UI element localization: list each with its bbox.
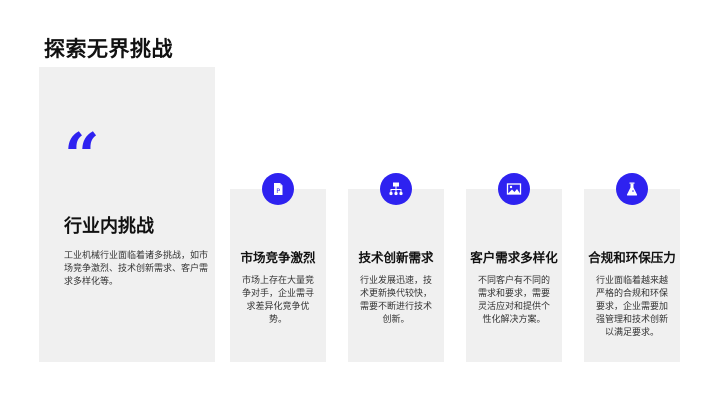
card-title: 市场竞争激烈 — [240, 250, 316, 265]
quote-mark-icon: “ — [64, 119, 100, 192]
card-title: 合规和环保压力 — [588, 250, 676, 265]
card-text: 行业面临着越来越严格的合规和环保要求，企业需要加强管理和技术创新以满足要求。 — [596, 276, 669, 338]
intro-panel: “ 行业内挑战 工业机械行业面临着诸多挑战，如市场竞争激烈、技术创新需求、客户需… — [39, 67, 215, 362]
flask-icon — [616, 173, 648, 205]
svg-text:P: P — [276, 187, 280, 195]
card-text: 行业发展迅速，技术更新换代较快，需要不断进行技术创新。 — [360, 276, 433, 325]
intro-heading: 行业内挑战 — [64, 216, 154, 237]
card-text: 市场上存在大量竞争对手，企业需寻求差异化竞争优势。 — [242, 276, 315, 325]
page-title: 探索无界挑战 — [44, 37, 173, 61]
card-title: 客户需求多样化 — [470, 250, 558, 265]
document-icon: P — [262, 173, 294, 205]
challenge-card-market-competition: P 市场竞争激烈 市场上存在大量竞争对手，企业需寻求差异化竞争优势。 — [230, 173, 326, 362]
card-title: 技术创新需求 — [358, 250, 434, 265]
intro-text: 工业机械行业面临着诸多挑战，如市场竞争激烈、技术创新需求、客户需求多样化等。 — [64, 251, 209, 287]
hierarchy-icon — [380, 173, 412, 205]
challenge-card-tech-innovation: 技术创新需求 行业发展迅速，技术更新换代较快，需要不断进行技术创新。 — [348, 173, 444, 362]
challenge-card-compliance: 合规和环保压力 行业面临着越来越严格的合规和环保要求，企业需要加强管理和技术创新… — [584, 173, 680, 362]
challenge-card-customer-diversity: 客户需求多样化 不同客户有不同的需求和要求，需要灵活应对和提供个性化解决方案。 — [466, 173, 562, 362]
card-text: 不同客户有不同的需求和要求，需要灵活应对和提供个性化解决方案。 — [478, 276, 551, 325]
image-icon — [498, 173, 530, 205]
